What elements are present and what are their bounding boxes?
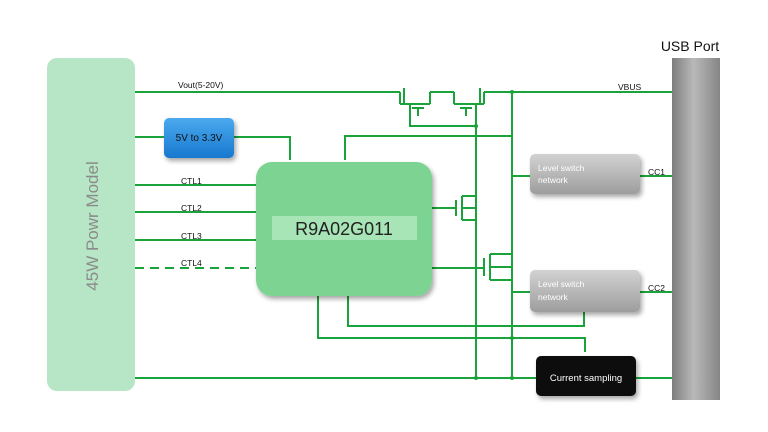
level-switch-1-line2: network (538, 175, 569, 185)
level-switch-1-line1: Level switch (538, 163, 585, 173)
level-switch-2-line2: network (538, 292, 569, 302)
converter-block (164, 118, 234, 158)
ctl3-label: CTL3 (181, 231, 202, 241)
wires (135, 88, 672, 379)
mcu-label: R9A02G011 (295, 219, 393, 239)
lower-transistor (432, 253, 512, 281)
mcu-label-plate (272, 216, 417, 240)
level-switch-2-block (530, 270, 640, 312)
sampling-link (512, 337, 586, 352)
cc1-label: CC1 (648, 167, 665, 177)
upper-transistor (432, 195, 476, 221)
current-sampling-block (536, 356, 636, 396)
mcu-bottom-link-1 (347, 296, 585, 327)
current-sampling-label: Current sampling (550, 373, 622, 384)
usb-port-title: USB Port (661, 38, 719, 54)
vout-label: Vout(5-20V) (178, 80, 224, 90)
top-mosfet-pair (399, 88, 485, 116)
converter-label: 5V to 3.3V (176, 133, 223, 144)
cc2-label: CC2 (648, 283, 665, 293)
converter-output (234, 136, 291, 160)
power-model-block (47, 58, 135, 391)
vbus-label: VBUS (618, 82, 641, 92)
ctl1-label: CTL1 (181, 176, 202, 186)
level-switch-2-line1: Level switch (538, 279, 585, 289)
ctl4-label: CTL4 (181, 258, 202, 268)
level-switch-1-block (530, 154, 640, 194)
mcu-bottom-link-2 (317, 296, 512, 339)
ctl2-label: CTL2 (181, 203, 202, 213)
power-model-label: 45W Powr Model (83, 161, 102, 290)
gate-line (409, 104, 477, 378)
junction-dots (474, 90, 514, 380)
usb-port-block (672, 58, 720, 400)
